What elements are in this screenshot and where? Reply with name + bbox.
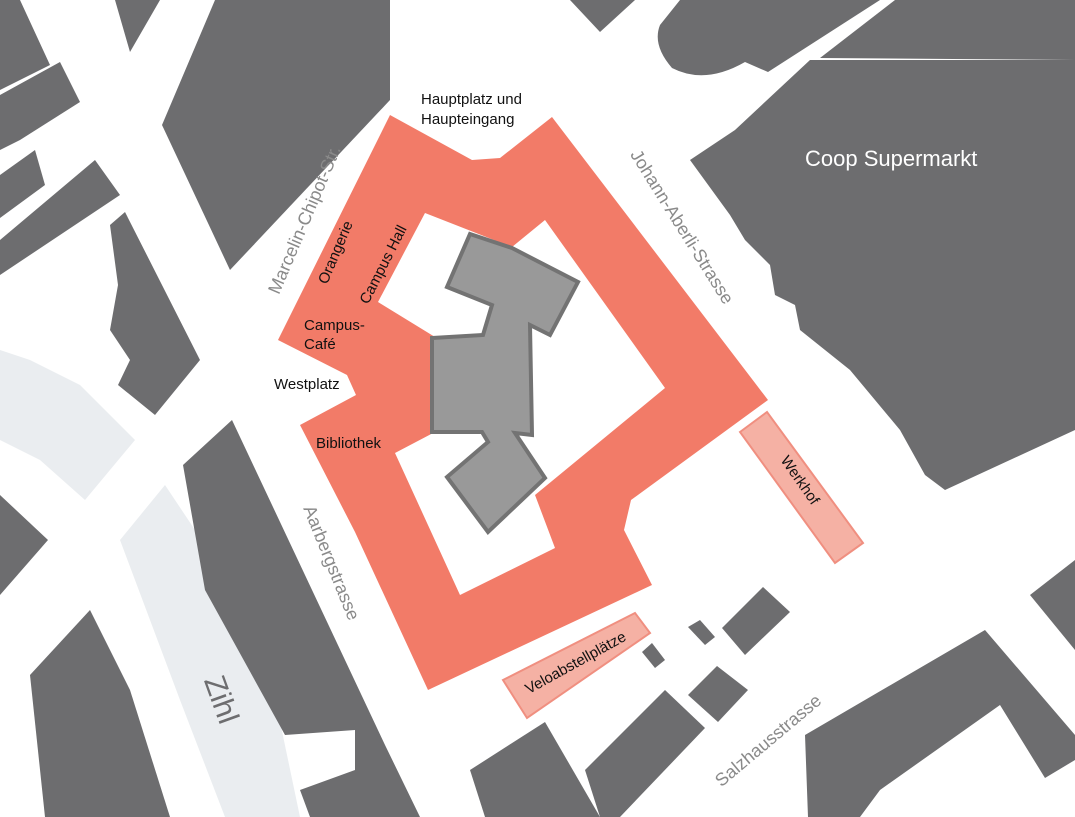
label-campus-cafe-2: Café — [304, 336, 336, 353]
building — [0, 495, 48, 595]
label-haupteingang: Haupteingang — [421, 111, 514, 128]
label-westplatz: Westplatz — [274, 376, 340, 393]
building — [470, 722, 600, 817]
building — [0, 160, 120, 275]
building — [110, 212, 200, 415]
building — [30, 610, 170, 817]
building — [688, 666, 748, 722]
label-campus-cafe: Campus- — [304, 317, 365, 334]
building — [0, 150, 45, 218]
label-bibliothek: Bibliothek — [316, 435, 382, 452]
building — [0, 0, 50, 90]
building — [688, 620, 715, 645]
building — [570, 0, 635, 32]
building — [722, 587, 790, 655]
river-zihl — [0, 350, 300, 817]
building — [585, 690, 705, 817]
building — [183, 420, 420, 817]
building — [805, 630, 1075, 817]
courtyard-building[interactable] — [430, 231, 581, 535]
building — [690, 60, 1075, 490]
building — [115, 0, 160, 52]
campus-building[interactable] — [278, 115, 768, 690]
label-hauptplatz: Hauptplatz und — [421, 91, 522, 108]
werkhof-zone[interactable] — [738, 410, 865, 565]
label-coop-supermarkt: Coop Supermarkt — [805, 146, 977, 171]
building — [1030, 560, 1075, 650]
building — [820, 0, 1075, 60]
building — [0, 62, 80, 150]
veloabstellplaetze-zone[interactable] — [501, 611, 652, 720]
building — [657, 0, 880, 76]
building — [162, 0, 390, 270]
building — [642, 643, 665, 668]
